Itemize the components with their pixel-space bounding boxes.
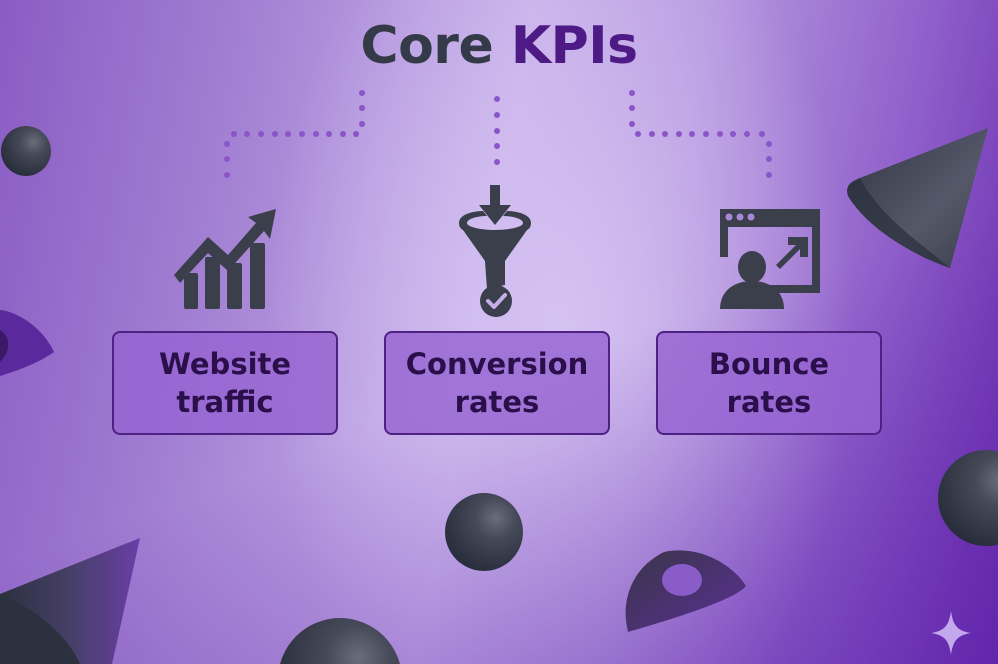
sphere-shape xyxy=(445,493,523,571)
kpi-label-line1: Conversion xyxy=(405,347,589,381)
kpi-label-line1: Website xyxy=(158,347,292,381)
title-kpis: KPIs xyxy=(510,16,638,76)
kpi-label-line1: Bounce xyxy=(708,347,830,381)
sphere-shape xyxy=(280,618,400,664)
sparkle-icon xyxy=(931,611,971,655)
sphere-shape xyxy=(1,126,51,176)
browser-user-exit-icon xyxy=(720,209,820,309)
rising-bar-chart-icon xyxy=(174,209,276,309)
kpi-box-conversion-rates: Conversion rates xyxy=(384,331,610,435)
sphere-shape xyxy=(938,450,998,546)
kpi-box-bounce-rates: Bounce rates xyxy=(656,331,882,435)
page-title: Core KPIs xyxy=(0,14,998,78)
title-core: Core xyxy=(360,16,494,76)
cone-shape xyxy=(847,128,988,268)
funnel-check-icon xyxy=(459,185,531,317)
kpi-label-line2: rates xyxy=(726,385,812,419)
kpi-label-line2: traffic xyxy=(176,385,274,419)
kpi-box-website-traffic: Website traffic xyxy=(112,331,338,435)
kpi-label-line2: rates xyxy=(454,385,540,419)
half-disk-shape xyxy=(0,310,54,376)
